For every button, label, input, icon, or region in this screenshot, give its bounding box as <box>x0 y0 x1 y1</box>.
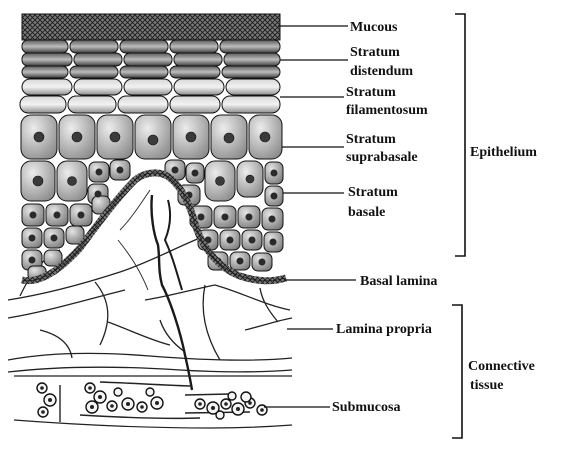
label-stratum-filamentosum-1: Stratum <box>346 85 396 100</box>
label-epithelium: Epithelium <box>470 145 537 160</box>
submucosa-cells <box>37 383 267 419</box>
label-stratum-basale-1: Stratum <box>348 185 398 200</box>
connective-papilla <box>118 190 192 390</box>
epithelium-bracket <box>455 14 465 256</box>
label-stratum-suprabasale-2: suprabasale <box>346 150 418 165</box>
stratum-distendum-cells <box>22 40 280 78</box>
stratum-filamentosum-cells <box>20 79 280 113</box>
stratum-suprabasale-cells <box>21 115 282 201</box>
label-stratum-suprabasale-1: Stratum <box>346 132 396 147</box>
label-mucous: Mucous <box>350 20 398 35</box>
label-connective-2: tissue <box>470 378 503 393</box>
connective-tissue-bracket <box>452 305 462 438</box>
mucous-layer <box>22 14 280 40</box>
submucosa-layer <box>14 376 292 428</box>
label-lamina-propria: Lamina propria <box>336 322 432 337</box>
label-connective-1: Connective <box>468 359 535 374</box>
label-stratum-basale-2: basale <box>348 205 385 220</box>
label-submucosa: Submucosa <box>332 400 400 415</box>
label-basal-lamina: Basal lamina <box>360 274 437 289</box>
label-stratum-distendum-1: Stratum <box>350 45 400 60</box>
label-stratum-distendum-2: distendum <box>350 64 413 79</box>
epithelium-layer <box>20 14 286 281</box>
label-stratum-filamentosum-2: filamentosum <box>346 103 428 118</box>
